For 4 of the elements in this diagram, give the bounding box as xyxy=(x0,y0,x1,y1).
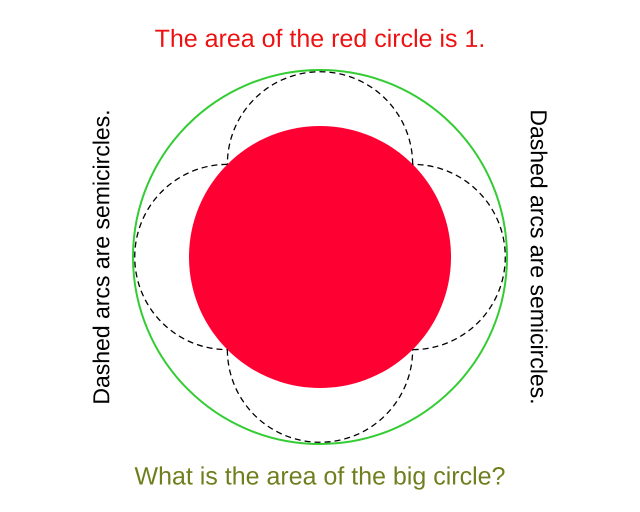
title: The area of the red circle is 1. xyxy=(155,28,483,48)
side-note: Dashed arcs are semicircles. xyxy=(92,112,110,403)
side-note: Dashed arcs are semicircles. xyxy=(530,111,548,402)
question: What is the area of the big circle? xyxy=(134,466,504,490)
